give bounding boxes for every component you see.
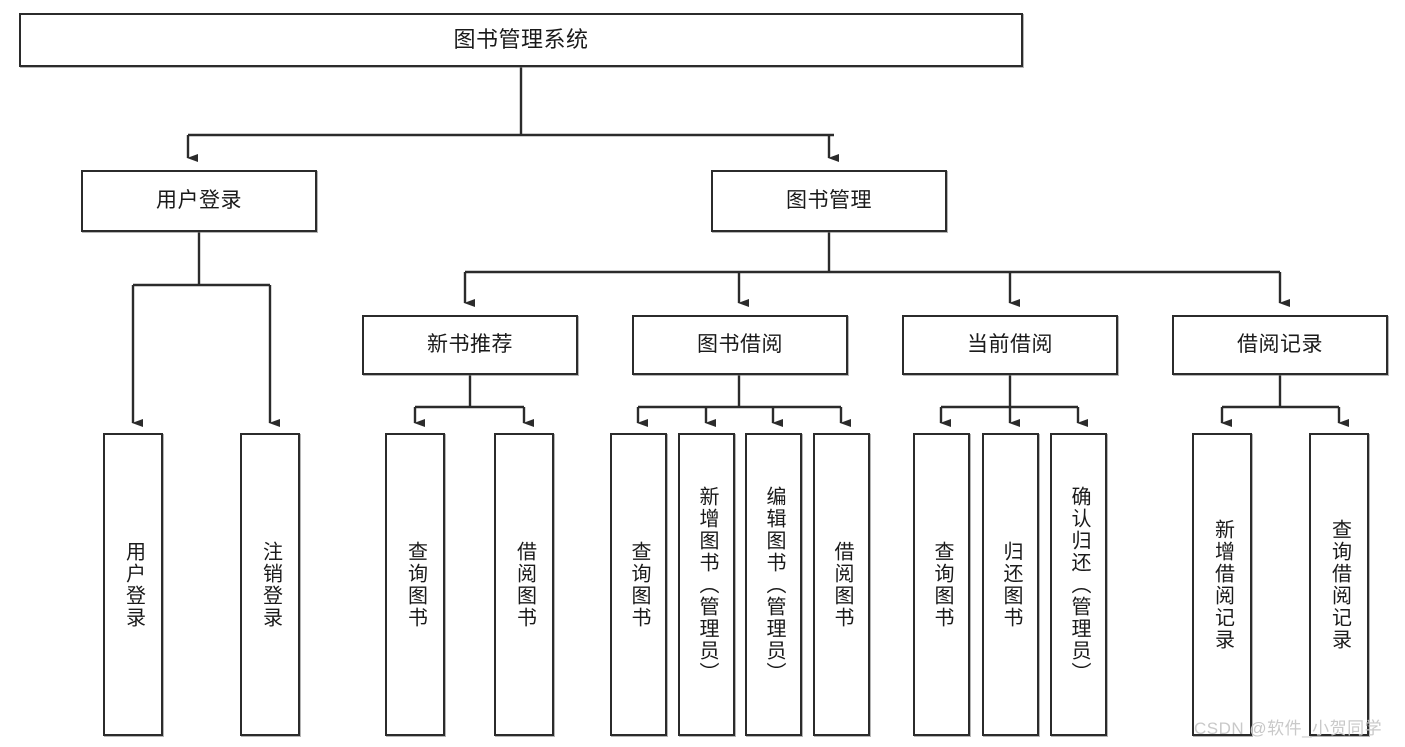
node-new-book-recommend[interactable]: 新书推荐 [362, 315, 578, 375]
node-label: 图书借阅 [697, 332, 783, 356]
leaf-user-login-logout[interactable]: 注销登录 [240, 433, 300, 736]
leaf-new-book-borrow-book[interactable]: 借阅图书 [494, 433, 554, 736]
node-label: 确认归还（管理员） [1068, 485, 1090, 684]
csdn-watermark: CSDN @软件_小贺同学 [1194, 719, 1383, 738]
leaf-current-borrow-return-book[interactable]: 归还图书 [982, 433, 1039, 736]
node-label: 查询图书 [628, 540, 650, 629]
leaf-book-borrow-borrow-book[interactable]: 借阅图书 [813, 433, 870, 736]
node-label: 归还图书 [1000, 540, 1022, 629]
node-label: 查询图书 [404, 540, 427, 629]
leaf-borrow-record-query-record[interactable]: 查询借阅记录 [1309, 433, 1369, 736]
node-label: 图书管理系统 [453, 27, 589, 53]
node-label: 用户登录 [156, 188, 242, 212]
node-label: 借阅记录 [1237, 332, 1323, 356]
node-label: 图书管理 [786, 188, 872, 212]
node-label: 查询借阅记录 [1328, 518, 1351, 651]
node-label: 注销登录 [259, 540, 282, 629]
node-book-management[interactable]: 图书管理 [711, 170, 947, 232]
leaf-book-borrow-edit-book-admin[interactable]: 编辑图书（管理员） [745, 433, 802, 736]
leaf-current-borrow-query-book[interactable]: 查询图书 [913, 433, 970, 736]
node-label: 新增图书（管理员） [696, 485, 718, 684]
leaf-new-book-query-book[interactable]: 查询图书 [385, 433, 445, 736]
node-label: 当前借阅 [967, 332, 1053, 356]
node-label: 新书推荐 [427, 332, 513, 356]
node-label: 编辑图书（管理员） [763, 485, 785, 684]
leaf-user-login-login[interactable]: 用户登录 [103, 433, 163, 736]
node-current-borrow[interactable]: 当前借阅 [902, 315, 1118, 375]
node-user-login[interactable]: 用户登录 [81, 170, 317, 232]
node-label: 新增借阅记录 [1211, 518, 1234, 651]
node-root-book-management-system[interactable]: 图书管理系统 [19, 13, 1023, 67]
leaf-borrow-record-add-record[interactable]: 新增借阅记录 [1192, 433, 1252, 736]
leaf-book-borrow-add-book-admin[interactable]: 新增图书（管理员） [678, 433, 735, 736]
node-label: 用户登录 [122, 540, 145, 629]
node-label: 查询图书 [931, 540, 953, 629]
node-label: 借阅图书 [831, 540, 853, 629]
node-borrow-record[interactable]: 借阅记录 [1172, 315, 1388, 375]
node-label: 借阅图书 [513, 540, 536, 629]
leaf-current-borrow-confirm-return-admin[interactable]: 确认归还（管理员） [1050, 433, 1107, 736]
leaf-book-borrow-query-book[interactable]: 查询图书 [610, 433, 667, 736]
node-book-borrow[interactable]: 图书借阅 [632, 315, 848, 375]
